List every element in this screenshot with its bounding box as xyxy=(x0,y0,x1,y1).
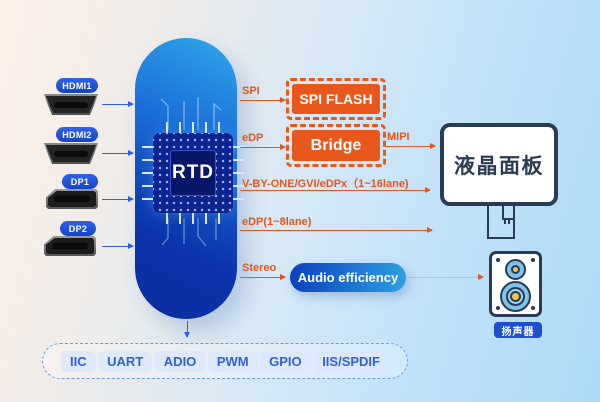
peripheral-pill-uart: UART xyxy=(98,350,153,372)
arrow-edp-to-panel xyxy=(240,227,433,233)
peripheral-pill-adio: ADIO xyxy=(154,350,206,372)
bridge-label: Bridge xyxy=(310,136,362,154)
arrow-hdmi1-to-soc xyxy=(102,101,134,107)
arrow-edp-to-bridge xyxy=(240,144,286,150)
dp2-plug-icon xyxy=(44,236,96,256)
peripheral-pill-gpio: GPIO xyxy=(260,350,311,372)
arrow-dp2-to-soc xyxy=(102,243,134,249)
bus-label-edp: eDP xyxy=(242,132,264,144)
bus-label-mipi: MIPI xyxy=(387,131,410,143)
chip-pins-right xyxy=(233,146,244,200)
hdmi2-plug-icon xyxy=(44,143,98,164)
peripheral-bus-bar: IIC UART ADIO PWM GPIO IIS/SPDIF xyxy=(42,343,408,379)
arrow-mipi-to-panel xyxy=(385,143,436,149)
chip-pins-bottom xyxy=(166,213,220,224)
lcd-panel-block: 液晶面板 xyxy=(440,123,558,206)
hdmi-plug-slot xyxy=(54,150,88,157)
soc-chip-icon: RTD xyxy=(142,122,244,224)
bus-label-vbyone: V-BY-ONE/GVI/eDPx（1~16lane) xyxy=(242,178,409,190)
speaker-label: 扬声器 xyxy=(494,322,542,338)
bus-label-spi: SPI xyxy=(242,85,260,97)
bus-label-stereo: Stereo xyxy=(242,262,277,274)
audio-label: Audio efficiency xyxy=(297,270,399,285)
arrow-soc-to-peripherals xyxy=(184,321,190,338)
arrow-dp1-to-soc xyxy=(102,196,134,202)
input-label-dp1: DP1 xyxy=(62,174,98,189)
peripheral-pill-iic: IIC xyxy=(61,350,96,372)
arrow-spi xyxy=(240,97,286,103)
arrow-audio-to-speaker xyxy=(407,274,484,280)
spi-flash-label: SPI FLASH xyxy=(299,91,373,107)
arrow-stereo xyxy=(240,274,286,280)
speaker-screw xyxy=(531,306,535,310)
arrow-vbyone-to-panel xyxy=(240,187,431,193)
speaker-screw xyxy=(496,258,500,262)
bridge-block: Bridge xyxy=(286,124,386,167)
hdmi-plug-slot xyxy=(54,101,88,108)
speaker-tweeter-icon xyxy=(505,259,526,280)
input-label-dp2: DP2 xyxy=(60,221,96,236)
speaker-cone xyxy=(511,265,520,274)
panel-plug-prong xyxy=(508,220,510,224)
lcd-panel-label: 液晶面板 xyxy=(454,154,544,178)
input-label-hdmi1: HDMI1 xyxy=(56,78,98,93)
chip-pins-top xyxy=(166,122,220,133)
audio-block: Audio efficiency xyxy=(290,263,406,292)
speaker-woofer-icon xyxy=(500,281,531,312)
speaker-screw xyxy=(531,258,535,262)
panel-stand-icon xyxy=(487,206,515,239)
dp1-plug-icon xyxy=(46,189,98,209)
arrow-hdmi2-to-soc xyxy=(102,150,134,156)
speaker-icon xyxy=(489,251,542,317)
chip-pins-left xyxy=(142,146,153,200)
bus-label-edp-lane: eDP(1~8lane) xyxy=(242,216,312,228)
speaker-cone xyxy=(510,291,521,302)
dp-plug-slot xyxy=(54,195,90,203)
peripheral-pill-iis-spdif: IIS/SPDIF xyxy=(313,350,389,372)
speaker-screw xyxy=(496,306,500,310)
soc-label: RTD xyxy=(170,150,216,196)
hdmi1-plug-icon xyxy=(44,94,98,115)
dp-plug-slot xyxy=(52,242,88,250)
input-label-hdmi2: HDMI2 xyxy=(56,127,98,142)
speaker-ring xyxy=(506,287,525,306)
panel-plug-prong xyxy=(504,220,506,224)
spi-flash-block: SPI FLASH xyxy=(286,78,386,120)
peripheral-pill-pwm: PWM xyxy=(207,350,258,372)
panel-plug-icon xyxy=(502,206,515,220)
